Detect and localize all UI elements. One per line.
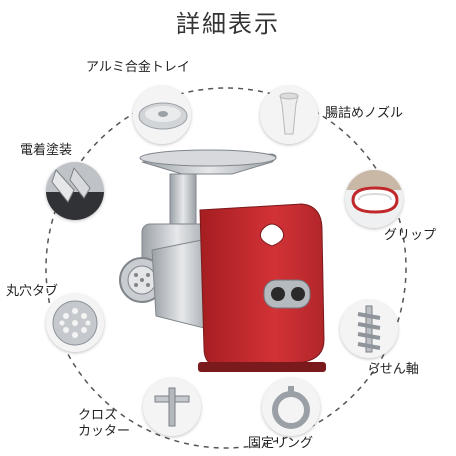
cutter-label-line1: クロス — [78, 408, 118, 423]
grip-image — [345, 170, 403, 228]
cutter-label: クロス カッター — [78, 408, 130, 440]
coating-image — [46, 162, 104, 220]
tray-label: アルミ合金トレイ — [86, 60, 190, 75]
nozzle-label: 腸詰めノズル — [325, 106, 404, 121]
coating-label: 電着塗装 — [20, 143, 73, 158]
cutter-image — [143, 378, 201, 436]
grip-label: グリップ — [384, 228, 437, 243]
nozzle-image — [260, 86, 318, 144]
cutter-label-line2: カッター — [78, 424, 131, 439]
shaft-label: らせん軸 — [367, 362, 419, 377]
plate-image — [46, 294, 104, 352]
page-title: 詳細表示 — [176, 10, 280, 38]
ring-image — [262, 378, 320, 436]
tray-image — [133, 86, 191, 144]
shaft-image — [340, 300, 398, 358]
plate-label: 丸穴タブ — [6, 284, 59, 299]
ring-label: 固定リング — [248, 436, 314, 451]
meat-grinder-image — [119, 149, 326, 372]
